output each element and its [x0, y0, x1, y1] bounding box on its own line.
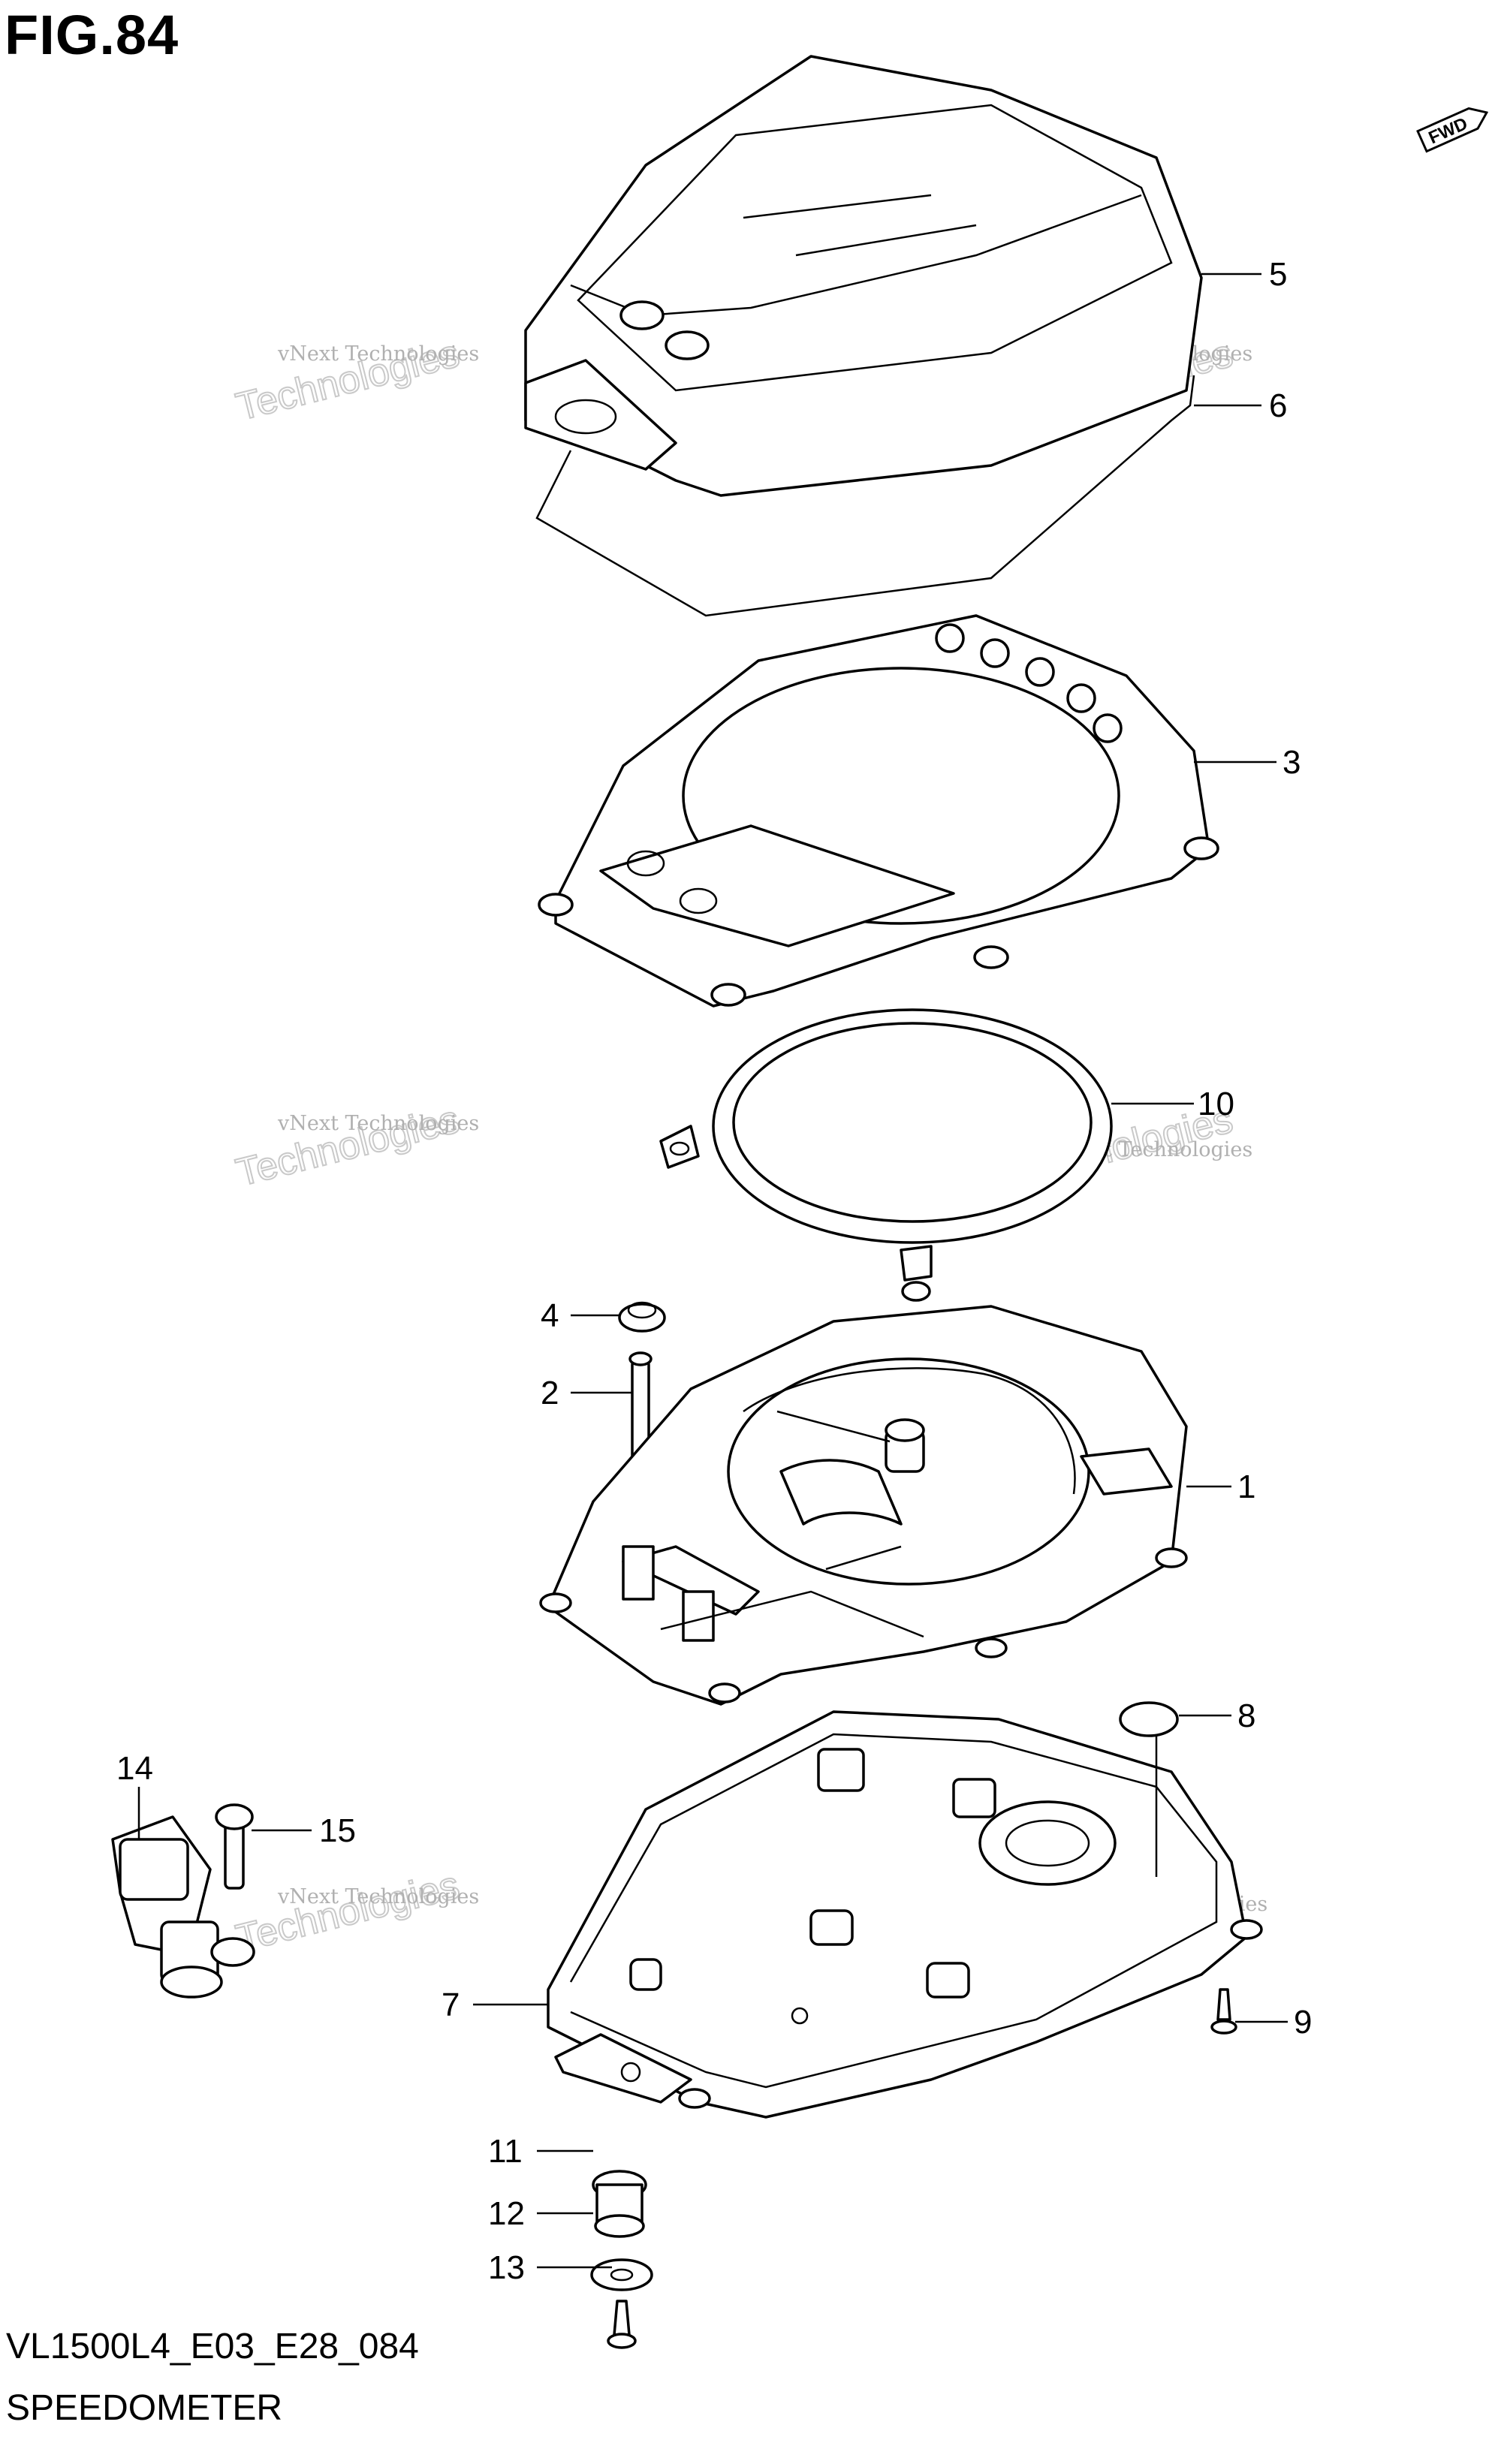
part-15-bolt	[215, 1803, 254, 1890]
callout-6: 6	[1269, 387, 1287, 424]
callout-7: 7	[442, 1987, 460, 2023]
svg-text:vNext Technologies: vNext Technologies	[277, 342, 479, 366]
svg-text:vNext Technologies: vNext Technologies	[277, 1112, 479, 1135]
fwd-arrow-icon: FWD	[1414, 96, 1495, 158]
callout-14: 14	[116, 1750, 153, 1787]
callout-4: 4	[541, 1297, 559, 1334]
callout-12: 12	[488, 2195, 525, 2232]
part-9-screw	[1210, 1988, 1237, 2035]
callout-1: 1	[1237, 1468, 1255, 1505]
figure-code: VL1500L4_E03_E28_084	[6, 2327, 419, 2366]
callout-11: 11	[488, 2133, 523, 2170]
figure-title: FIG.84	[5, 4, 179, 66]
part-12-washer	[590, 2258, 653, 2291]
watermark-5: Technologies vNext Technologies	[231, 1863, 479, 1962]
part-7-lower-case	[547, 1710, 1263, 2119]
svg-text:vNext Technologies: vNext Technologies	[277, 1885, 479, 1908]
part-5-cover	[524, 55, 1203, 497]
callout-8: 8	[1237, 1697, 1255, 1734]
watermark-3: Technologies vNext Technologies	[231, 1097, 479, 1196]
part-6-gasket	[535, 375, 1195, 617]
callout-2: 2	[541, 1375, 559, 1411]
watermark-1: Technologies vNext Technologies	[231, 331, 479, 430]
callout-15: 15	[319, 1812, 356, 1849]
svg-text:Technologies: Technologies	[232, 1863, 464, 1961]
part-1-speedometer	[539, 1305, 1188, 1706]
part-3-case	[538, 614, 1219, 1008]
figure-name: SPEEDOMETER	[6, 2388, 283, 2428]
callout-9: 9	[1294, 2004, 1312, 2041]
callout-13: 13	[488, 2249, 525, 2286]
part-10-ring	[659, 1008, 1113, 1302]
part-11-grommet	[592, 2170, 647, 2238]
part-4-nut	[618, 1301, 666, 1333]
part-8-cap	[1119, 1701, 1179, 1737]
callout-10: 10	[1198, 1086, 1234, 1122]
part-14-sensor	[111, 1815, 255, 1999]
callout-3: 3	[1283, 744, 1301, 781]
callout-5: 5	[1269, 256, 1287, 293]
part-13-screw	[607, 2300, 637, 2349]
